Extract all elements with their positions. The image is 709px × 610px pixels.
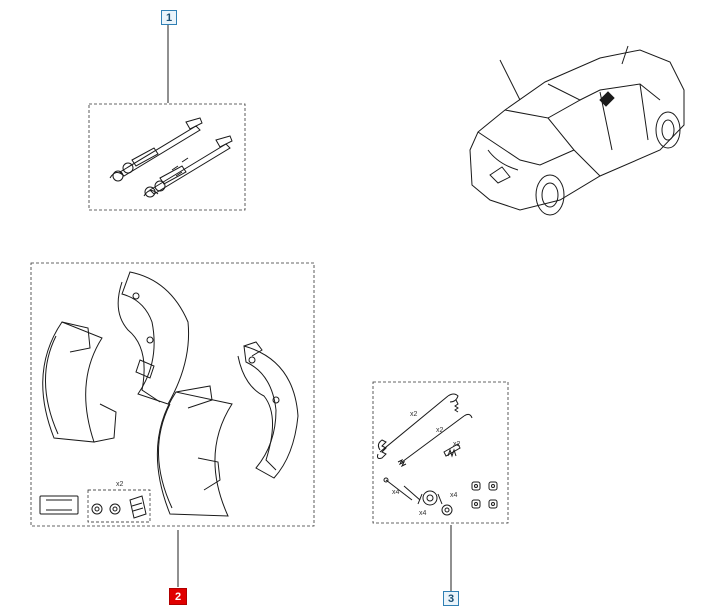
quantity-label: x4 [392, 489, 400, 496]
quantity-label: x2 [410, 411, 418, 418]
quantity-label: x2 [436, 427, 444, 434]
group-frame-1[interactable] [88, 103, 246, 211]
callout-2-selected[interactable]: 2 [169, 588, 187, 605]
group-frame-2[interactable] [30, 262, 315, 527]
quantity-label: x4 [419, 510, 427, 517]
brake-shoe-illustration [39, 271, 299, 523]
quantity-label: x4 [450, 492, 458, 499]
callout-3[interactable]: 3 [443, 591, 459, 606]
vehicle-illustration [469, 45, 685, 216]
callout-1[interactable]: 1 [161, 10, 177, 25]
hardware-kit-illustration [377, 393, 498, 516]
quantity-label: x2 [453, 441, 461, 448]
group-frame-3[interactable] [372, 381, 509, 524]
quantity-label: x2 [116, 481, 124, 488]
adjuster-strut-illustration [109, 117, 233, 198]
